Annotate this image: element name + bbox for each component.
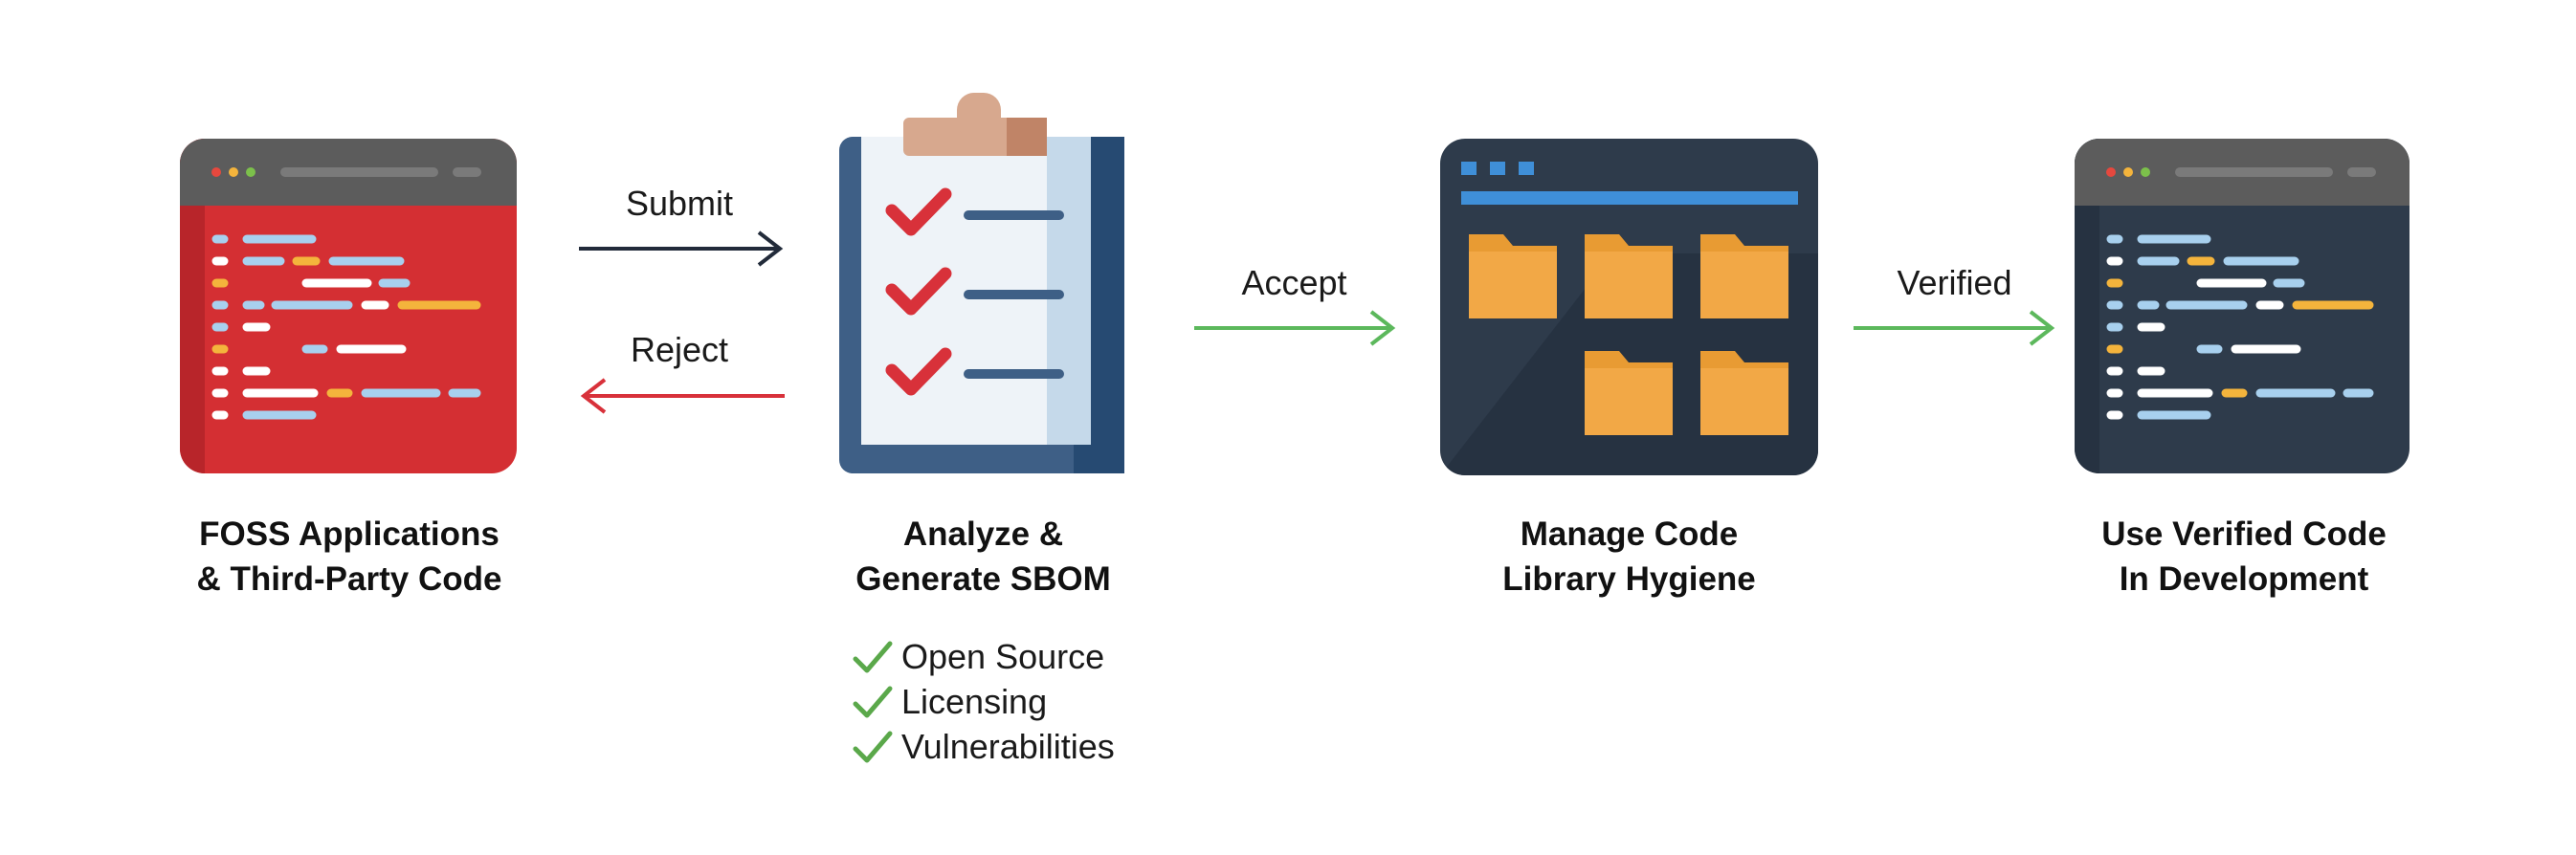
reject-arrow-icon [579, 377, 785, 415]
checklist-label: Open Source [901, 636, 1105, 676]
stage-title-line: Library Hygiene [1502, 560, 1756, 598]
verified-arrow-icon [1854, 309, 2056, 347]
stage-title-manage: Manage Code Library Hygiene [1426, 512, 1832, 602]
checklist-label: Licensing [901, 681, 1048, 721]
accept-label: Accept [1241, 263, 1347, 302]
stage-title-line: In Development [2119, 560, 2369, 598]
checklist-item: Licensing [852, 679, 1115, 724]
stage-title-line: Use Verified Code [2101, 515, 2387, 553]
checkmark-icon [853, 731, 893, 762]
checklist-item: Open Source [852, 634, 1115, 679]
checklist-label: Vulnerabilities [901, 726, 1115, 766]
stage-title-line: Analyze & [902, 515, 1064, 553]
folder-library-icon [1440, 139, 1818, 475]
stage-title-use-verified: Use Verified Code In Development [2038, 512, 2450, 602]
accept-arrow-icon [1194, 309, 1397, 347]
submit-label: Submit [625, 184, 734, 223]
analysis-checklist: Open Source Licensing Vulnerabilities [852, 634, 1115, 769]
stage-title-line: & Third-Party Code [196, 560, 502, 598]
checkmark-icon [853, 686, 893, 717]
submit-arrow-icon [579, 230, 785, 268]
verified-code-window-icon [2075, 139, 2409, 473]
clipboard-checklist-icon [834, 91, 1126, 475]
checkmark-icon [853, 641, 893, 672]
stage-title-line: Generate SBOM [855, 560, 1111, 598]
checklist-item: Vulnerabilities [852, 724, 1115, 769]
reject-label: Reject [630, 330, 729, 369]
verified-label: Verified [1897, 263, 2012, 302]
stage-title-line: Manage Code [1520, 515, 1739, 553]
stage-title-line: FOSS Applications [199, 515, 500, 553]
stage-title-foss: FOSS Applications & Third-Party Code [144, 512, 555, 602]
foss-code-window-icon [180, 139, 517, 473]
stage-title-analyze: Analyze & Generate SBOM [785, 512, 1182, 602]
